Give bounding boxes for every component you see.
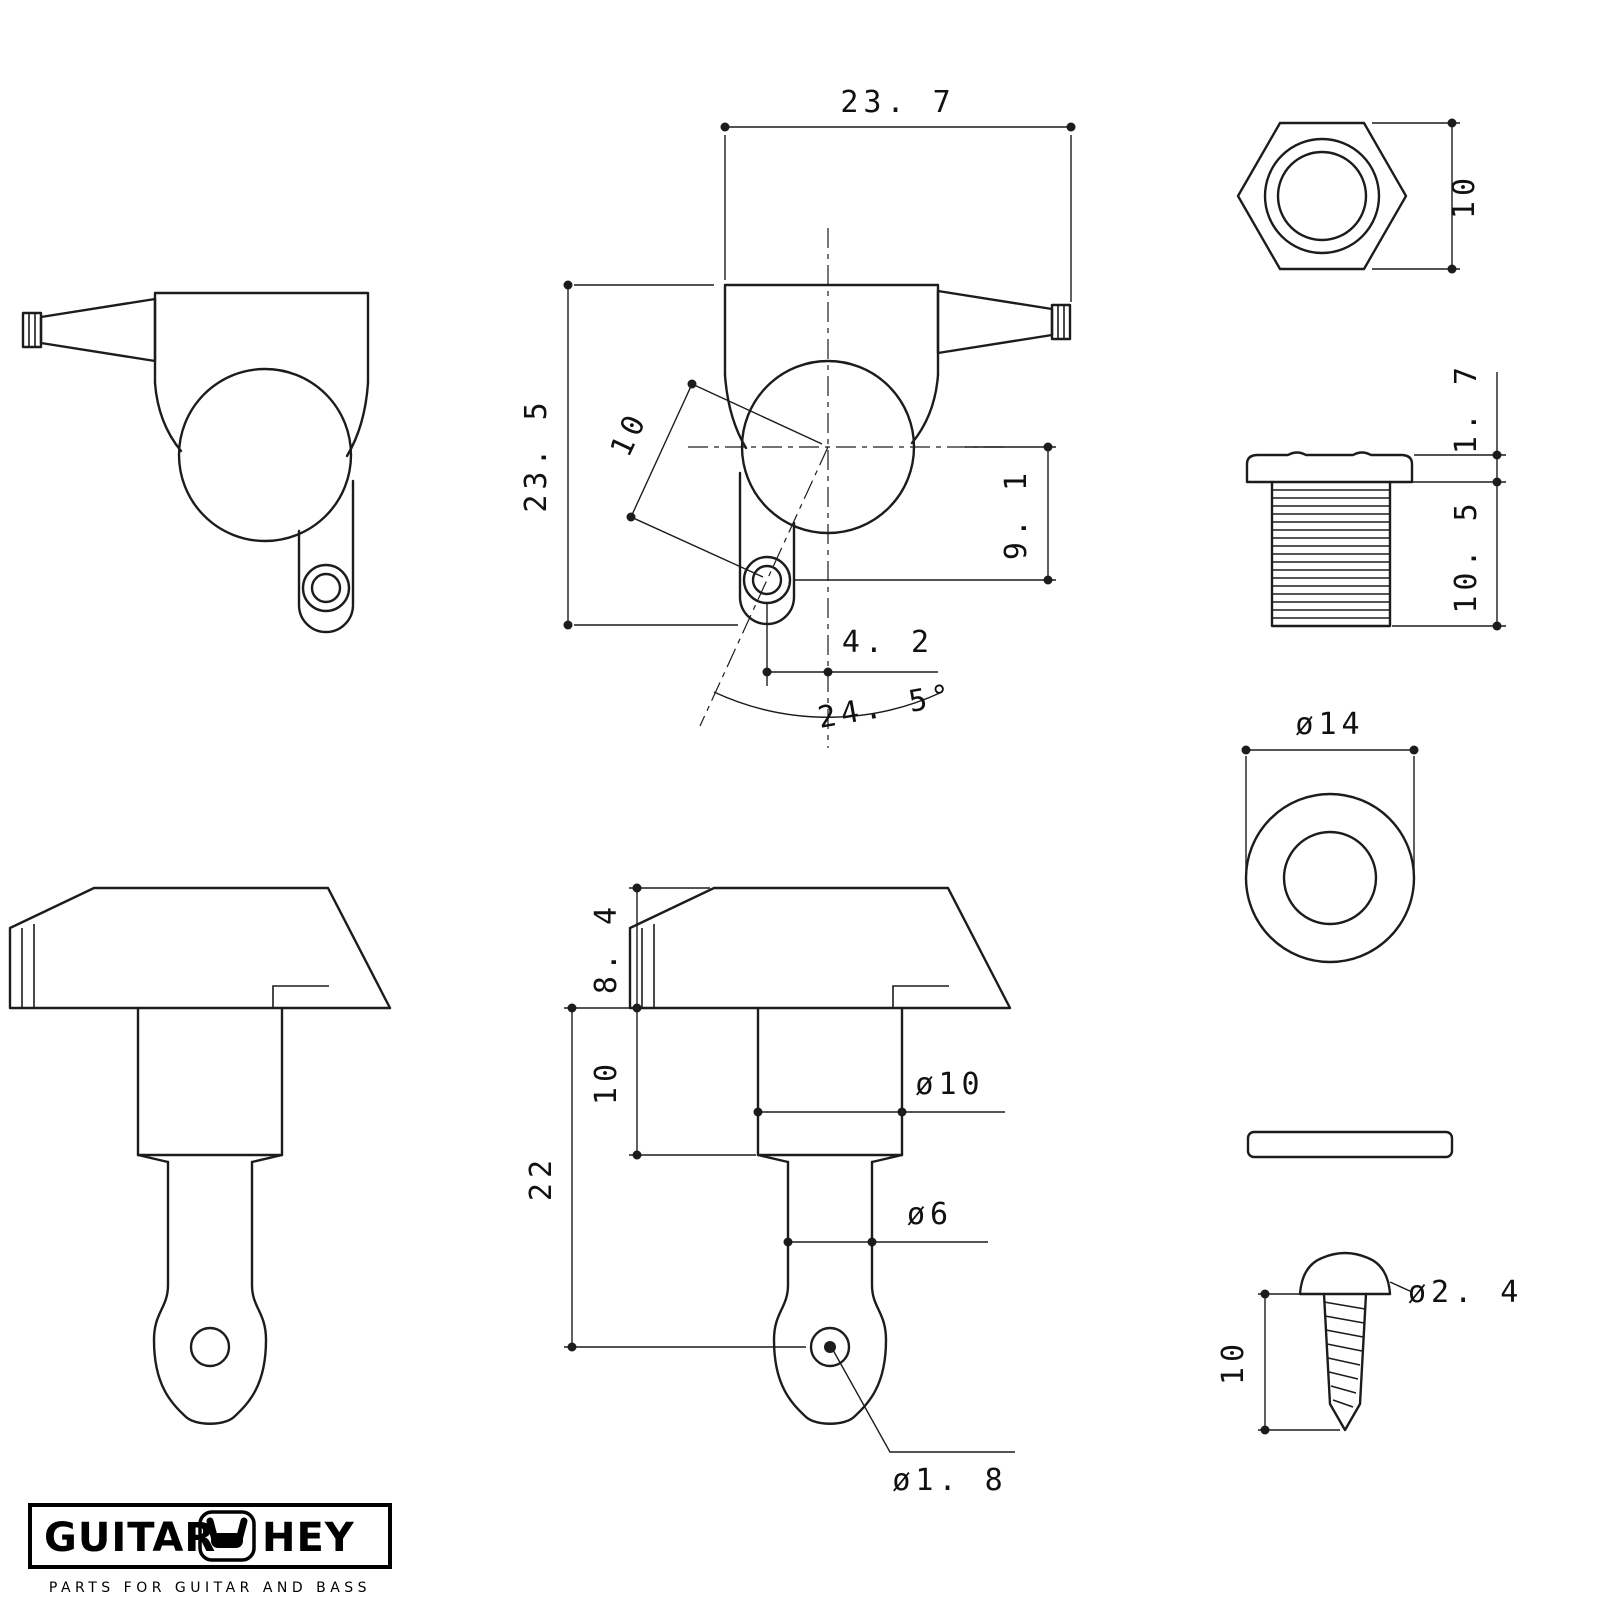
dim-hole-angle: 24. 5°	[815, 677, 957, 735]
rock-hand-icon	[198, 1510, 256, 1562]
dim-bushing-thread: 10. 5	[1449, 498, 1484, 613]
dim-overall-width: 23. 7	[840, 85, 955, 120]
mounting-screw-view: ø2. 4 10	[1216, 1251, 1523, 1435]
logo-border	[28, 1503, 392, 1569]
logo: GUITAR HEY PARTS FOR GUITAR AND BASS	[28, 1503, 392, 1596]
logo-word-hey: HEY	[262, 1515, 355, 1561]
centerline-diagonal	[699, 446, 829, 727]
tuner-button-dimensioned-view: 8. 4 10 22 ø10 ø6 ø1. 8	[524, 883, 1015, 1498]
dim-post-length: 22	[524, 1155, 559, 1201]
dim-shaft-height: 10	[589, 1059, 624, 1105]
threaded-bushing-view: 1. 7 10. 5	[1245, 362, 1506, 631]
dim-washer-od: ø14	[1295, 707, 1364, 742]
tuner-housing-dimensioned-view: 23. 7 23. 5 10 9. 1 4. 2 24. 5°	[519, 85, 1076, 748]
angle-arc	[713, 691, 943, 718]
bushing-threads	[1273, 489, 1389, 619]
washer-top-view: ø14	[1241, 707, 1419, 964]
dim-overall-height: 23. 5	[519, 397, 554, 512]
hex-nut-top-view: 10	[1236, 118, 1482, 274]
logo-tagline: PARTS FOR GUITAR AND BASS	[49, 1580, 371, 1596]
dim-shaft-dia: ø10	[915, 1067, 984, 1102]
tuner-button-front-view	[8, 886, 392, 1425]
spacer-washer-side-view	[1246, 1130, 1454, 1159]
dim-hole-offset: 4. 2	[842, 625, 934, 660]
dim-nut-height: 10	[1447, 173, 1482, 219]
dim-center-to-hole: 10	[604, 406, 655, 463]
logo-word-guitar: GUITAR	[44, 1515, 216, 1561]
dim-screw-dia: ø2. 4	[1408, 1275, 1523, 1310]
screw-threads	[1323, 1301, 1366, 1408]
dim-screw-length: 10	[1216, 1339, 1251, 1385]
dim-string-hole-dia: ø1. 8	[892, 1463, 1007, 1498]
dim-hole-drop: 9. 1	[999, 468, 1034, 560]
dim-post-dia: ø6	[907, 1197, 953, 1232]
dim-bushing-flange: 1. 7	[1449, 362, 1484, 454]
dim-button-height: 8. 4	[589, 902, 624, 994]
tuner-housing-side-view	[21, 291, 370, 634]
